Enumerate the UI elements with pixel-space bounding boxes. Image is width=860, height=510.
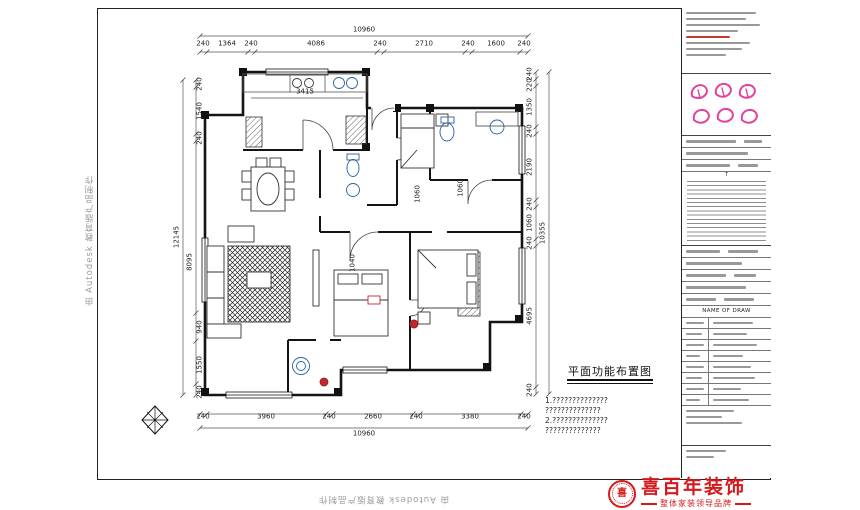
titleblock-table-row xyxy=(682,340,771,351)
titleblock-row xyxy=(682,246,771,258)
dim-label: 240 xyxy=(525,236,534,250)
titleblock-row xyxy=(682,282,771,294)
note-line: ?????????????? xyxy=(545,406,601,415)
dim-label: 10960 xyxy=(352,429,376,438)
tagline-dash-right xyxy=(735,503,751,505)
dim-label: 1040 xyxy=(348,254,357,272)
living-room-furniture xyxy=(206,225,320,339)
brand-tagline: 整体家装领导品牌 xyxy=(660,499,732,509)
titleblock-footer-a xyxy=(682,406,771,446)
dim-label: 240 xyxy=(322,412,336,421)
titleblock-row xyxy=(682,270,771,282)
dim-label: 240 xyxy=(525,124,534,138)
note-line: ?????????????? xyxy=(545,426,601,435)
pink-logo-glyphs xyxy=(690,82,758,124)
name-of-draw-label: NAME OF DRAW xyxy=(682,306,771,318)
dim-label: 2660 xyxy=(364,412,382,421)
titleblock: ↑ NAME OF DRAW xyxy=(681,8,771,478)
dim-label: 1550 xyxy=(195,356,204,374)
dim-label: 240 xyxy=(525,383,534,397)
dim-label: 240 xyxy=(196,412,210,421)
brand-tagline-row: 整体家装领导品牌 xyxy=(641,498,751,509)
titleblock-row xyxy=(682,160,771,172)
note-line: 1.?????????????? xyxy=(545,396,608,405)
tagline-dash-left xyxy=(641,503,657,505)
plan-notes: 1.?????????????? ?????????????? 2.??????… xyxy=(545,396,608,436)
title-underline xyxy=(567,379,653,381)
dimension-lines xyxy=(180,33,552,431)
kitchen-fixtures xyxy=(242,73,368,93)
dim-label: 240 xyxy=(244,39,258,48)
laundry-fixtures xyxy=(292,357,329,387)
dim-label: 1364 xyxy=(218,39,236,48)
company-logo-art xyxy=(682,74,771,136)
titleblock-row xyxy=(682,136,771,148)
titleblock-row xyxy=(682,294,771,306)
watermark-bottom: 由 Autodesk 教育版产品制作 xyxy=(318,494,450,504)
dim-label: 240 xyxy=(195,77,204,91)
dim-label: 2190 xyxy=(525,158,534,176)
dining-set xyxy=(241,157,295,212)
dim-label: 240 xyxy=(461,39,475,48)
dim-label: 2710 xyxy=(415,39,433,48)
titleblock-table-row xyxy=(682,362,771,373)
brand-name: 喜百年装饰 xyxy=(641,475,747,498)
bedroom-mid-furniture xyxy=(333,269,389,337)
titleblock-table-row xyxy=(682,329,771,340)
dim-label: 4695 xyxy=(525,307,534,325)
dim-label: 1060 xyxy=(456,179,465,197)
dim-label: 240 xyxy=(409,412,423,421)
titleblock-table-row xyxy=(682,395,771,406)
dim-label: 1060 xyxy=(525,214,534,232)
titleblock-row xyxy=(682,258,771,270)
titleblock-table-row xyxy=(682,318,771,329)
titleblock-table-row xyxy=(682,351,771,362)
dim-label: 4086 xyxy=(307,39,325,48)
dim-label: 10960 xyxy=(352,25,376,34)
columns xyxy=(201,68,523,396)
dim-label: 1600 xyxy=(487,39,505,48)
dim-label: 240 xyxy=(195,385,204,399)
bedroom-top-furniture xyxy=(400,113,449,169)
dim-label: 940 xyxy=(195,320,204,334)
bedroom-right-furniture xyxy=(409,249,479,329)
titleblock-row xyxy=(682,148,771,160)
dim-label: 3960 xyxy=(257,412,275,421)
bath-top-fixtures xyxy=(439,111,519,142)
dim-label: 3380 xyxy=(461,412,479,421)
dim-label: 1540 xyxy=(195,102,204,120)
dim-label: 240 xyxy=(517,412,531,421)
dim-label: 240 xyxy=(195,131,204,145)
north-arrow-icon: ↑ xyxy=(723,172,730,178)
dim-label: 240 xyxy=(525,197,534,211)
hall-bath-fixtures xyxy=(346,153,360,197)
dim-label: 240 xyxy=(373,39,387,48)
compass-symbol xyxy=(141,405,169,435)
brand-emblem-char: 喜 xyxy=(611,483,633,504)
watermark-left: 由 Autodesk 教育版产品制作 xyxy=(85,175,95,307)
note-line: 2.?????????????? xyxy=(545,416,608,425)
plan-title: 平面功能布置图 xyxy=(568,365,652,378)
brand-emblem-icon: 喜 xyxy=(608,479,636,508)
dim-label: 1060 xyxy=(413,185,422,203)
dim-label: 240 xyxy=(196,39,210,48)
title-underline-thin xyxy=(567,383,653,384)
dim-label: 240 xyxy=(517,39,531,48)
titleblock-notes-paragraph: ↑ xyxy=(682,172,771,246)
dim-label: 10355 xyxy=(538,221,547,245)
titleblock-footer-b xyxy=(682,446,771,478)
titleblock-header xyxy=(682,8,771,74)
brand-logo: 喜 喜百年装饰 整体家装领导品牌 xyxy=(608,475,776,509)
titleblock-table-row xyxy=(682,384,771,395)
dim-label: 220 xyxy=(525,78,534,92)
titleblock-table-row xyxy=(682,373,771,384)
dim-label: 1350 xyxy=(525,98,534,116)
dim-label: 8095 xyxy=(185,253,194,271)
dim-label: 3415 xyxy=(296,87,314,96)
dim-label: 12145 xyxy=(172,225,181,249)
